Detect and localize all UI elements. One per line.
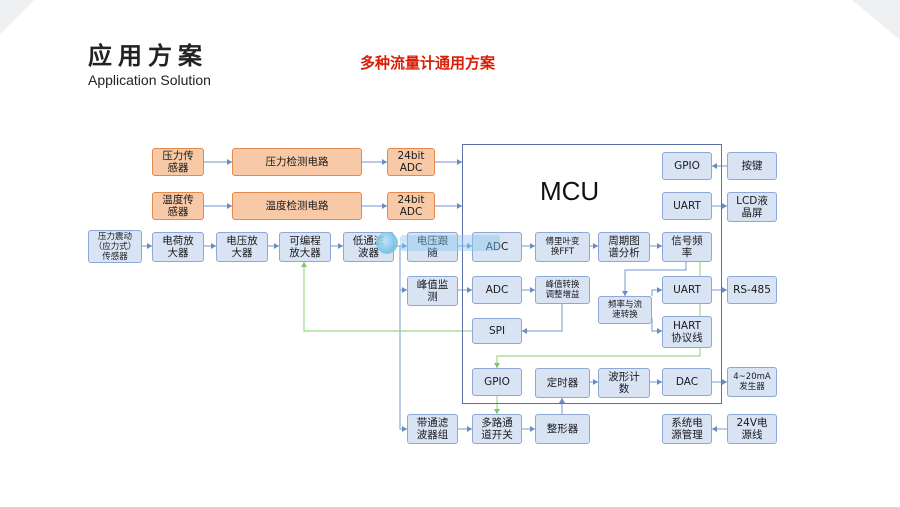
arrowhead bbox=[457, 159, 462, 165]
arrowhead bbox=[530, 243, 535, 249]
arrowhead bbox=[657, 243, 662, 249]
arrowhead bbox=[657, 328, 662, 334]
dac-block: DAC bbox=[662, 368, 712, 396]
power-24v-block: 24V电 源线 bbox=[727, 414, 777, 444]
arrowhead bbox=[522, 328, 527, 334]
peak-monitor-block: 峰值监 测 bbox=[407, 276, 458, 306]
arrowhead bbox=[722, 203, 727, 209]
voltage-follower-block: 电压跟 随 bbox=[407, 232, 458, 262]
diagram-title: 多种流量计通用方案 bbox=[360, 52, 495, 73]
vibration-sensor-block: 压力震动 （应力式） 传感器 bbox=[88, 230, 142, 263]
arrowhead bbox=[382, 159, 387, 165]
page-subtitle: Application Solution bbox=[88, 72, 211, 88]
watermark-logo bbox=[376, 232, 504, 256]
pressure-sensor-block: 压力传 感器 bbox=[152, 148, 204, 176]
hart-block: HART 协议线 bbox=[662, 316, 712, 348]
arrowhead bbox=[147, 243, 152, 249]
lcd-block: LCD液 晶屏 bbox=[727, 192, 777, 222]
arrowhead bbox=[657, 379, 662, 385]
arrowhead bbox=[467, 426, 472, 432]
arrowhead bbox=[622, 291, 628, 296]
programmable-amp-block: 可编程 放大器 bbox=[279, 232, 331, 262]
arrowheads bbox=[147, 159, 727, 432]
spectrum-analysis-block: 周期图 谱分析 bbox=[598, 232, 650, 262]
arrowhead bbox=[722, 379, 727, 385]
connector bbox=[522, 304, 563, 332]
multiplexer-block: 多路通 道开关 bbox=[472, 414, 522, 444]
arrowhead bbox=[559, 398, 565, 403]
corner-decoration-right bbox=[852, 0, 900, 40]
arrowhead bbox=[593, 243, 598, 249]
uart-mid-block: UART bbox=[662, 276, 712, 304]
keys-block: 按键 bbox=[727, 152, 777, 180]
connector bbox=[624, 262, 687, 296]
temp-detect-block: 温度检测电路 bbox=[232, 192, 362, 220]
mcu-label: MCU bbox=[540, 176, 600, 206]
arrowhead bbox=[494, 409, 500, 414]
uart-top-block: UART bbox=[662, 192, 712, 220]
watermark-bar bbox=[400, 235, 500, 251]
arrowhead bbox=[712, 426, 717, 432]
gpio-bottom-block: GPIO bbox=[472, 368, 522, 396]
connector bbox=[399, 290, 407, 430]
arrowhead bbox=[227, 203, 232, 209]
gpio-top-block: GPIO bbox=[662, 152, 712, 180]
power-management-block: 系统电 源管理 bbox=[662, 414, 712, 444]
arrowhead bbox=[530, 287, 535, 293]
temp-sensor-block: 温度传 感器 bbox=[152, 192, 204, 220]
timer-block: 定时器 bbox=[535, 368, 590, 398]
arrowhead bbox=[301, 262, 307, 267]
bandpass-filter-block: 带通滤 波器组 bbox=[407, 414, 458, 444]
charge-amp-block: 电荷放 大器 bbox=[152, 232, 204, 262]
wave-count-block: 波形计 数 bbox=[598, 368, 650, 398]
adc24-temp-block: 24bit ADC bbox=[387, 192, 435, 220]
arrowhead bbox=[467, 243, 472, 249]
arrowhead bbox=[657, 287, 662, 293]
arrowhead bbox=[494, 363, 500, 368]
current-output-block: 4~20mA 发生器 bbox=[727, 367, 777, 397]
arrowhead bbox=[338, 243, 343, 249]
feedback-connector bbox=[496, 262, 701, 368]
signal-frequency-block: 信号频 率 bbox=[662, 232, 712, 262]
page-title: 应用方案 bbox=[88, 41, 208, 70]
mcu-boundary bbox=[462, 144, 722, 404]
freq-flow-convert-block: 频率与流 速转换 bbox=[598, 296, 652, 324]
pressure-detect-block: 压力检测电路 bbox=[232, 148, 362, 176]
feedback-connector bbox=[303, 262, 472, 332]
peak-gain-block: 峰值转换 调整增益 bbox=[535, 276, 590, 304]
shaper-block: 整形器 bbox=[535, 414, 590, 444]
corner-decoration-left bbox=[0, 0, 34, 34]
arrowhead bbox=[457, 203, 462, 209]
spi-block: SPI bbox=[472, 318, 522, 344]
arrowhead bbox=[227, 159, 232, 165]
watermark-disc-icon bbox=[376, 232, 398, 254]
voltage-amp-block: 电压放 大器 bbox=[216, 232, 268, 262]
arrowhead bbox=[382, 203, 387, 209]
arrowhead bbox=[402, 243, 407, 249]
rs485-block: RS-485 bbox=[727, 276, 777, 304]
arrowhead bbox=[712, 163, 717, 169]
adc24-pressure-block: 24bit ADC bbox=[387, 148, 435, 176]
arrowhead bbox=[593, 379, 598, 385]
arrowhead bbox=[211, 243, 216, 249]
adc-block-1: ADC bbox=[472, 232, 522, 262]
arrowhead bbox=[530, 426, 535, 432]
fft-block: 傅里叶变 换FFT bbox=[535, 232, 590, 262]
arrowhead bbox=[402, 287, 407, 293]
arrowhead bbox=[467, 287, 472, 293]
arrowhead bbox=[274, 243, 279, 249]
arrowhead bbox=[402, 426, 407, 432]
adc-block-2: ADC bbox=[472, 276, 522, 304]
diagram-title-text: 多种流量计通用方案 bbox=[360, 54, 496, 72]
arrowhead bbox=[722, 287, 727, 293]
